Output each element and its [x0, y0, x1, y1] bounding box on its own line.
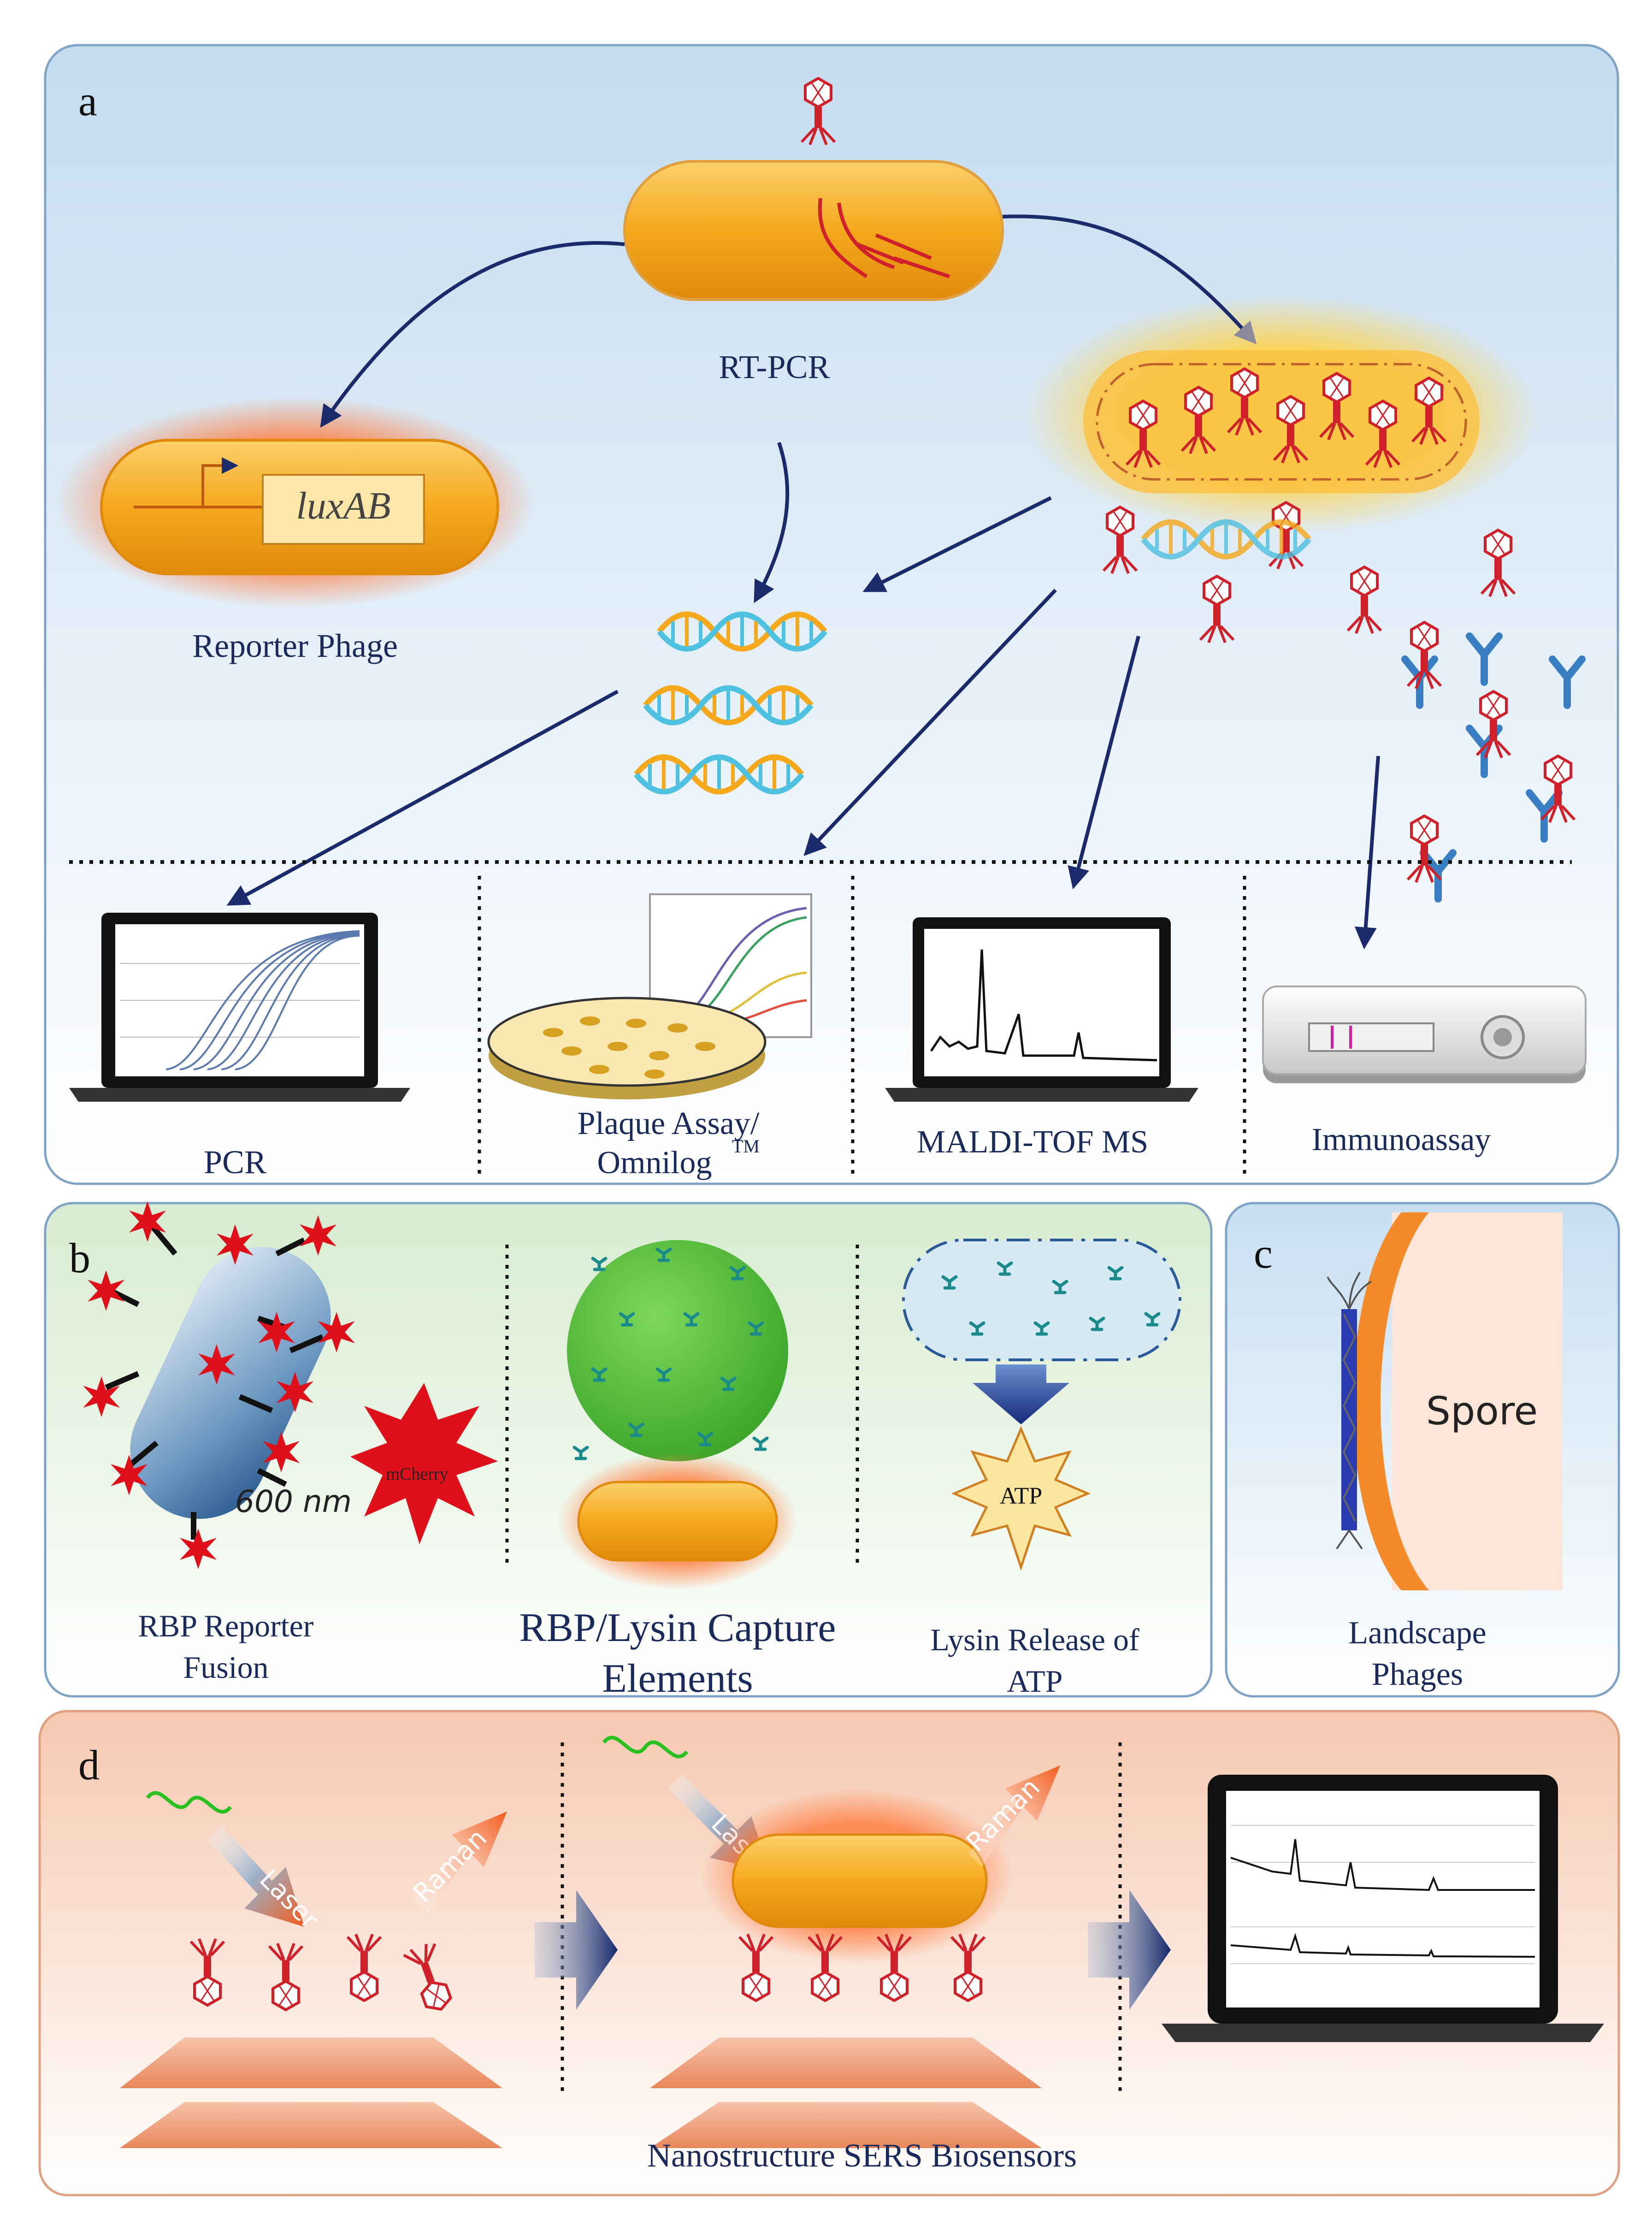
- rt-pcr-label: RT-PCR: [719, 348, 830, 385]
- mcherry-star: [350, 1383, 498, 1544]
- substrate-plate: [120, 2102, 502, 2148]
- maldi-label: MALDI-TOF MS: [917, 1124, 1148, 1160]
- maldi-laptop: [885, 917, 1198, 1102]
- panel-d: d Laser Raman Laser Raman: [38, 1710, 1620, 2196]
- panel-c-letter: c: [1254, 1230, 1273, 1277]
- atp-burst: [951, 1426, 1091, 1571]
- captured-bacterium: [577, 1481, 778, 1562]
- spore-coat: [1353, 1212, 1429, 1590]
- landscape-phage-icon: [1327, 1272, 1372, 1550]
- sers-caption: Nanostructure SERS Biosensors: [647, 2137, 1077, 2174]
- lysin-release-label-2: ATP: [1007, 1664, 1063, 1699]
- luxab-box: [262, 474, 425, 545]
- panel-a: a RT-PCR luxAB Reporter Phage: [44, 44, 1619, 1185]
- pcr-laptop: [69, 913, 410, 1102]
- raman-arrow: [415, 1812, 507, 1913]
- plaque-label-1: Plaque Assay/: [578, 1106, 760, 1141]
- panel-a-letter: a: [78, 77, 97, 124]
- infected-bacterium: [623, 78, 1004, 301]
- rbp-reporter-label-1: RBP Reporter: [138, 1608, 314, 1643]
- immunoassay-device: [1262, 986, 1587, 1083]
- panel-b-letter: b: [69, 1234, 90, 1281]
- spore-body: [1392, 1212, 1563, 1590]
- reporter-phage-label: Reporter Phage: [192, 627, 398, 664]
- laser-arrow: [207, 1825, 304, 1927]
- lysin-release-label-1: Lysin Release of: [930, 1622, 1139, 1657]
- lysin-release: ATP: [902, 1239, 1181, 1571]
- pcr-label: PCR: [204, 1144, 266, 1181]
- flow-arrows: [226, 214, 1380, 950]
- substrate-plate: [120, 2037, 502, 2088]
- plaque-tm: TM: [732, 1136, 760, 1157]
- sers-step-2: Laser Raman: [602, 1736, 1060, 2148]
- panel-d-letter: d: [78, 1742, 100, 1789]
- raman-arrow: [968, 1765, 1060, 1867]
- substrate-plate: [650, 2102, 1042, 2148]
- wave-icon: [602, 1736, 689, 1759]
- substrate-plate: [650, 2037, 1042, 2088]
- panel-c: c Spore Landscape Phages: [1225, 1202, 1620, 1698]
- capture-bead: [567, 1240, 788, 1461]
- step-arrow-icon: [1088, 1890, 1171, 2010]
- target-bacterium: [732, 1833, 988, 1928]
- luxab-label: luxAB: [296, 484, 390, 527]
- step-arrow-icon: [535, 1890, 618, 2010]
- down-arrow-icon: [973, 1364, 1069, 1424]
- landscape-label-2: Phages: [1372, 1657, 1463, 1692]
- capture-label-2: Elements: [602, 1656, 753, 1701]
- lysing-bacterium: [1023, 295, 1540, 535]
- rbp-reporter-label-2: Fusion: [183, 1650, 268, 1685]
- landscape-label-1: Landscape: [1348, 1615, 1486, 1651]
- plaque-assay: [487, 893, 812, 1099]
- plaque-label-2: Omnilog: [597, 1145, 712, 1181]
- mcherry-label: mCherry: [386, 1464, 448, 1484]
- sers-laptop: [1162, 1775, 1604, 2042]
- reporter-bacterium: luxAB: [55, 396, 535, 608]
- capture-label-1: RBP/Lysin Capture: [519, 1606, 836, 1650]
- immunoassay-label: Immunoassay: [1312, 1122, 1491, 1157]
- panel-b: b: [44, 1201, 1213, 1701]
- spore-label: Spore: [1426, 1388, 1538, 1434]
- wave-icon: [146, 1791, 232, 1814]
- atp-label: ATP: [1000, 1483, 1042, 1509]
- rbp-reporter-rod: [83, 1201, 355, 1569]
- size-label: 600 nm: [235, 1484, 352, 1519]
